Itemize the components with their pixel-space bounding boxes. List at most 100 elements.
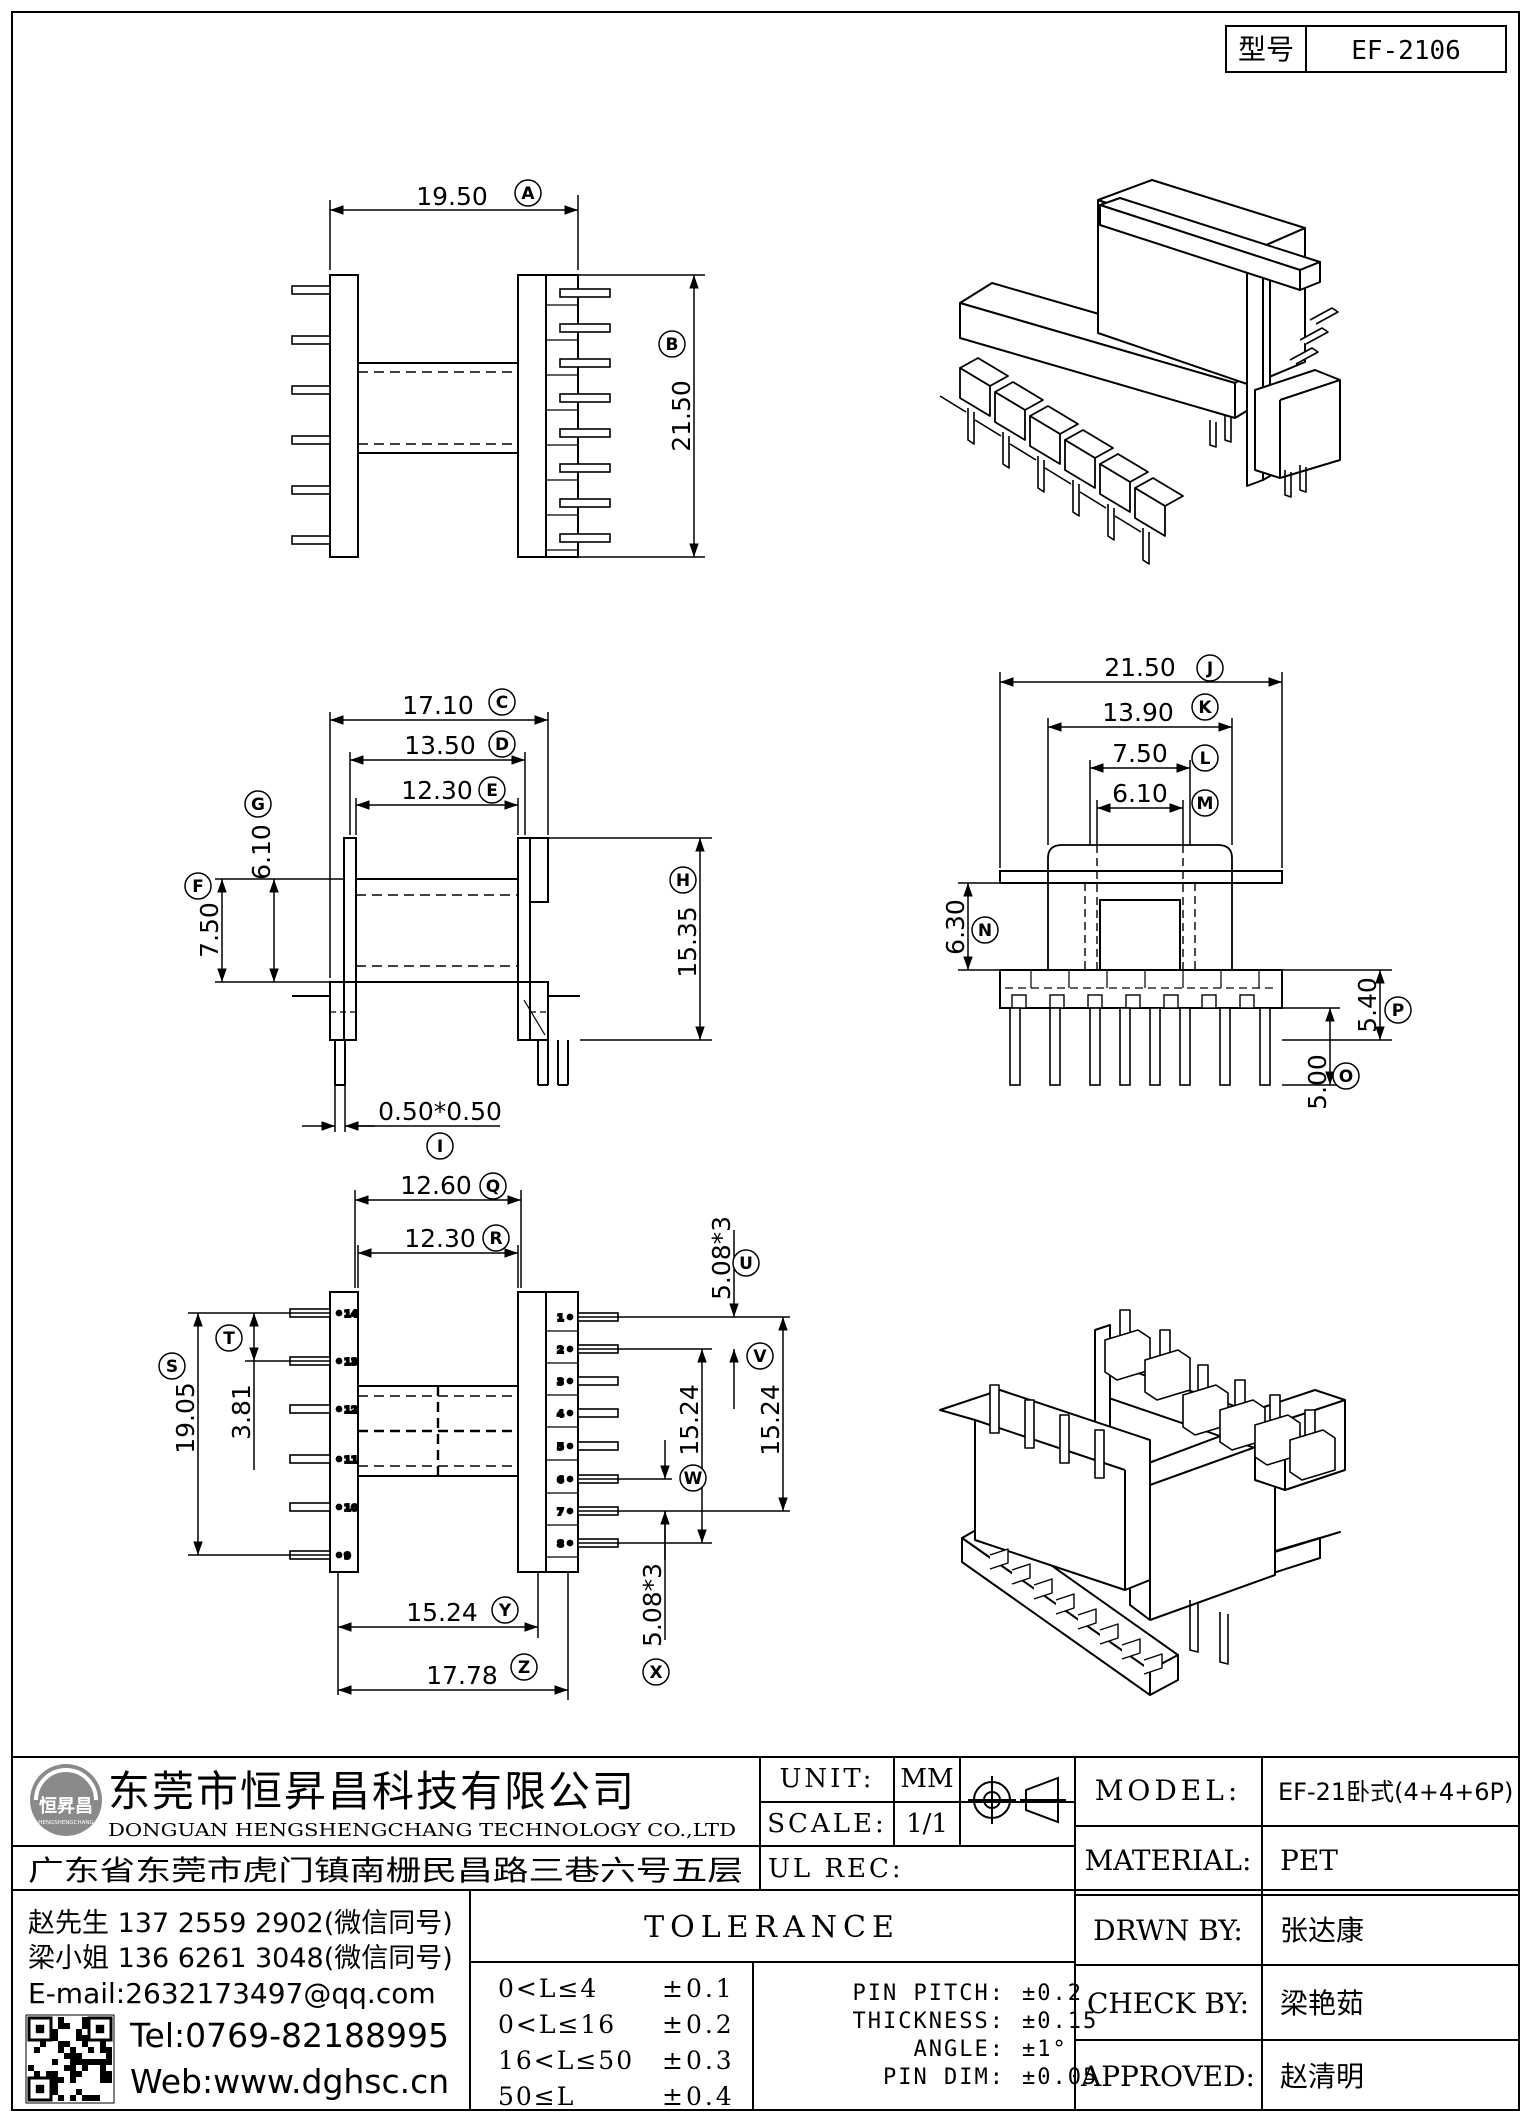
dim-T: 3.81 T <box>215 1313 330 1470</box>
dim-N-tag: N <box>978 921 992 941</box>
pin <box>577 1441 619 1451</box>
projection-symbol-icon <box>968 1776 1066 1824</box>
view-front <box>999 844 1283 1086</box>
dim-Y: 15.24 Y <box>337 1572 539 1695</box>
pin <box>291 535 331 545</box>
dim-C-value: 17.10 <box>402 691 474 720</box>
pin-number: 13 <box>344 1357 358 1368</box>
dim-J-tag: J <box>1206 659 1213 679</box>
pin <box>289 1404 331 1414</box>
dim-Z: 17.78 Z <box>338 1572 569 1700</box>
dim-O-value: 5.00 <box>1303 1054 1332 1110</box>
dim-D-value: 13.50 <box>404 731 476 760</box>
dim-I-value: 0.50*0.50 <box>378 1097 502 1126</box>
pin <box>1149 1007 1161 1086</box>
drwn-value: 张达康 <box>1280 1914 1364 1947</box>
spec-label: PIN PITCH: <box>853 1981 1005 2006</box>
pin-number: 3 <box>557 1377 564 1388</box>
spec-value: ±0.15 <box>1022 2009 1098 2034</box>
contact-web: Web:www.dghsc.cn <box>130 2062 449 2101</box>
approved-value: 赵清明 <box>1280 2060 1364 2093</box>
pin-number: 8 <box>557 1539 564 1550</box>
dim-H-value: 15.35 <box>673 906 702 978</box>
pin-number: 11 <box>344 1455 358 1466</box>
dim-G-tag: G <box>251 795 265 815</box>
dim-F-value: 7.50 <box>195 902 224 958</box>
iso-pin <box>1094 1429 1105 1479</box>
pin <box>289 1502 331 1512</box>
ul-rec-label: UL REC: <box>768 1854 904 1884</box>
qr-code-icon <box>25 2014 115 2104</box>
view-side <box>292 837 580 1086</box>
pin <box>291 335 331 345</box>
dim-G: 6.10 G <box>244 790 344 983</box>
pin <box>1089 1007 1101 1086</box>
dim-H-tag: H <box>676 871 690 891</box>
spec-label: PIN DIM: <box>883 2065 1005 2090</box>
pin <box>559 323 611 333</box>
scale-label: SCALE: <box>767 1809 887 1839</box>
pin <box>1179 1007 1191 1086</box>
model-label: MODEL: <box>1095 1774 1242 1807</box>
dim-P-value: 5.40 <box>1353 977 1382 1033</box>
tolerance-value: ±0.3 <box>662 2046 735 2075</box>
contact-2: 梁小姐 136 6261 3048(微信同号) <box>28 1943 453 1974</box>
dim-D: 13.50 D <box>349 730 526 835</box>
contact-email: E-mail:2632173497@qq.com <box>28 1977 436 2010</box>
dim-O: 5.00 O <box>1282 1007 1360 1110</box>
dim-R-tag: R <box>489 1229 502 1249</box>
dim-J-value: 21.50 <box>1104 653 1176 682</box>
company-name-en: DONGUAN HENGSHENGCHANG TECHNOLOGY CO.,LT… <box>108 1821 736 1841</box>
pin-number: 4 <box>557 1409 564 1420</box>
dim-B: 21.50 B <box>578 274 705 558</box>
dim-W-value: 15.24 <box>675 1384 704 1456</box>
dim-K-value: 13.90 <box>1102 698 1174 727</box>
dim-U: 5.08*3 U <box>578 1216 790 1409</box>
dim-G-value: 6.10 <box>247 824 276 880</box>
iso-pin <box>1059 1414 1070 1464</box>
dim-H: 15.35 H <box>548 837 712 1041</box>
pin-number: 14 <box>344 1309 358 1320</box>
spec-value: ±0.2 <box>1022 1981 1083 2006</box>
dim-S-tag: S <box>166 1357 178 1377</box>
dim-M-tag: M <box>1197 794 1214 814</box>
pin-number: 6 <box>557 1475 564 1486</box>
dim-W-tag: W <box>684 1469 703 1489</box>
unit-value: MM <box>900 1764 953 1794</box>
logo-subtext: HENGSHENGCHANG <box>38 1820 94 1826</box>
dim-L-tag: L <box>1200 749 1211 769</box>
dim-Q: 12.60 Q <box>354 1171 522 1288</box>
pin <box>559 393 611 403</box>
pin-number: 2 <box>557 1345 564 1356</box>
model-value: EF-21卧式(4+4+6P) <box>1278 1778 1513 1806</box>
dim-T-value: 3.81 <box>227 1384 256 1440</box>
pin <box>291 485 331 495</box>
pin-number: 7 <box>557 1507 564 1518</box>
dim-W: 15.24 W <box>578 1348 712 1544</box>
tolerance-range: 0<L≤4 <box>498 1974 598 2003</box>
pin-number: 9 <box>344 1551 351 1562</box>
spec-label: ANGLE: <box>914 2037 1005 2062</box>
iso-pin <box>1024 1399 1035 1449</box>
dim-S: 19.05 S <box>158 1312 330 1556</box>
company-name-cn: 东莞市恒昇昌科技有限公司 <box>108 1767 636 1816</box>
dim-X-tag: X <box>649 1663 662 1683</box>
dim-L-value: 7.50 <box>1112 739 1168 768</box>
pin <box>559 288 611 298</box>
header-value: EF-2106 <box>1351 36 1461 66</box>
material-label: MATERIAL: <box>1085 1844 1252 1877</box>
dim-N: 6.30 N <box>941 882 1048 971</box>
dim-S-value: 19.05 <box>171 1382 200 1454</box>
logo-text: 恒昇昌 <box>39 1795 93 1817</box>
dim-A: 19.50 A <box>329 179 579 270</box>
pin-number: 5 <box>557 1442 564 1453</box>
approved-label: APPROVED: <box>1080 2060 1255 2093</box>
check-value: 梁艳茹 <box>1280 1987 1364 2020</box>
dim-U-value: 5.08*3 <box>707 1216 736 1300</box>
pin <box>559 498 611 508</box>
dim-P: 5.40 P <box>1282 969 1412 1041</box>
pin <box>1049 1007 1061 1086</box>
iso-view-bottom <box>939 1309 1346 1696</box>
tolerance-title: TOLERANCE <box>644 1910 900 1945</box>
